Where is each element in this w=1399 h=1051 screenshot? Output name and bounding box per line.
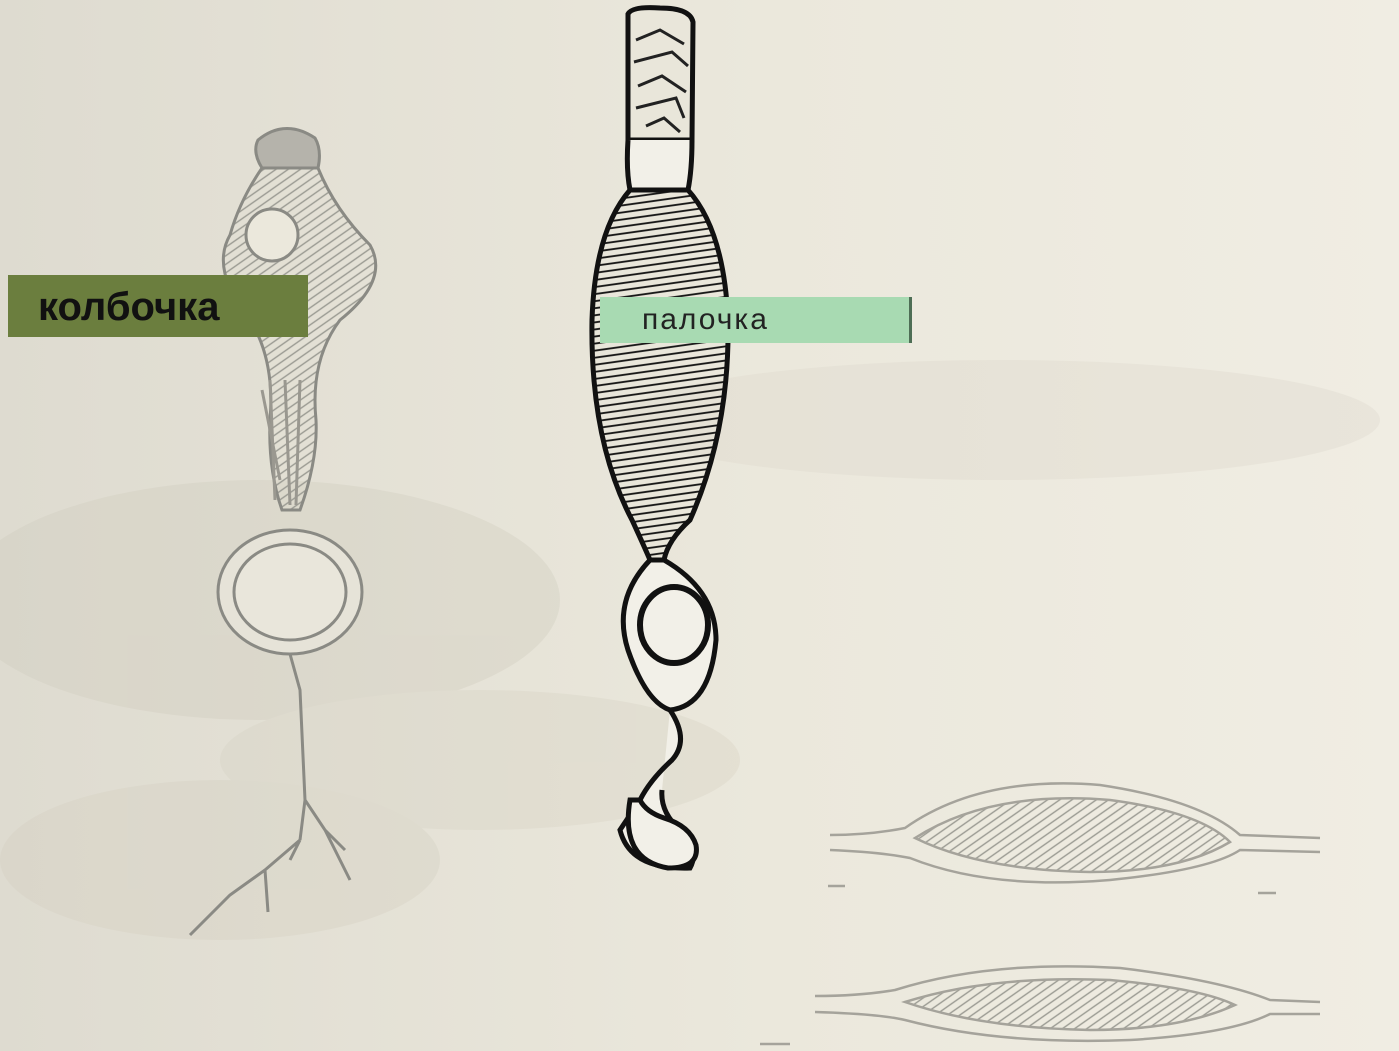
rod-connecting-cilium — [627, 140, 692, 190]
cone-ellipsoid-nucleus — [246, 209, 298, 261]
rod-label: палочка — [600, 297, 912, 343]
cone-nucleus — [234, 544, 346, 640]
cone-outer-segment-tip — [256, 128, 320, 168]
cone-label: колбочка — [8, 275, 308, 337]
rod-nucleus — [640, 587, 708, 663]
